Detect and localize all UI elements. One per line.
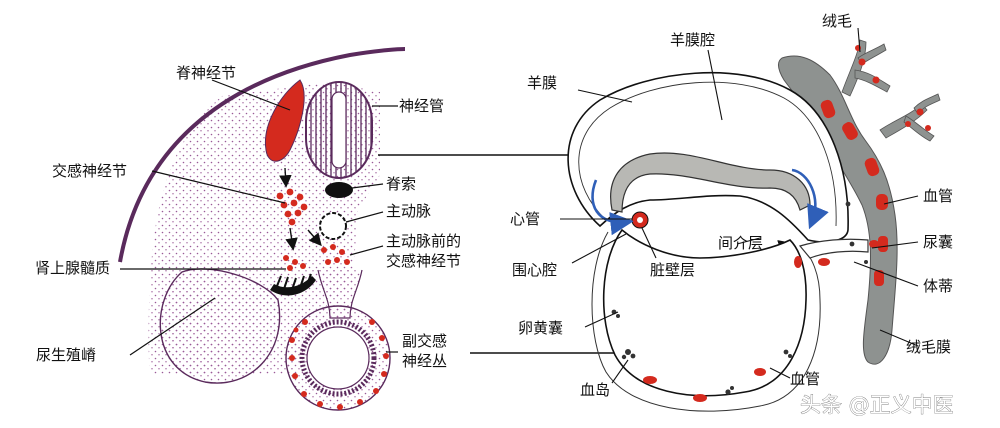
label-allantois: 尿囊 [923, 233, 953, 251]
chorion-vessels [820, 99, 888, 286]
label-blood-vessel-lower: 血管 [790, 370, 820, 388]
parasympathetic-plexus-cells [289, 319, 389, 410]
dorsal-ectoderm [118, 47, 406, 263]
label-blood-vessel-upper: 血管 [923, 187, 953, 205]
label-parasympathetic-line1: 副交感 [402, 332, 447, 350]
label-heart-tube: 心管 [510, 210, 540, 228]
label-notochord: 脊索 [386, 175, 416, 193]
yolk-sac-vessels [643, 240, 879, 402]
adrenal-medulla-cells [283, 255, 306, 271]
label-aorta: 主动脉 [386, 202, 431, 220]
body-stalk [798, 238, 869, 259]
label-yolk-sac: 卵黄囊 [518, 319, 563, 337]
label-body-stalk: 体蒂 [923, 277, 953, 295]
adrenal-cortex-rays [276, 273, 312, 291]
label-chorion: 绒毛膜 [906, 338, 951, 356]
migration-arrows [279, 167, 322, 251]
adrenal-cortex [270, 276, 316, 296]
chorionic-villi [841, 39, 941, 142]
sympathetic-ganglion-cells [276, 188, 308, 226]
label-intermediate-layer: 间介层 [718, 234, 763, 252]
label-spinal-ganglion: 脊神经节 [176, 64, 236, 82]
right-embryo-section: 绒毛 羊膜腔 羊膜 血管 心管 尿囊 间介层 围心腔 脏壁层 体蒂 卵黄囊 绒毛… [510, 12, 953, 412]
extraembryonic-mesoderm [591, 231, 821, 412]
label-adrenal-medulla: 肾上腺髓质 [35, 259, 110, 277]
label-blood-island: 血岛 [580, 381, 610, 399]
label-parasympathetic-line2: 神经丛 [402, 352, 447, 370]
amnion-inner-line [578, 81, 837, 227]
left-leader-lines [120, 79, 398, 356]
urogenital-ridge [159, 268, 281, 384]
label-amnion: 羊膜 [527, 74, 557, 92]
right-leader-lines [560, 27, 919, 384]
amnion-sac [567, 71, 849, 243]
villus-vessels [855, 45, 931, 131]
label-neural-tube: 神经管 [399, 97, 444, 115]
spinal-ganglion [264, 79, 305, 162]
label-preaortic-line2: 交感神经节 [386, 252, 461, 270]
watermark: 头条 @正义中医 [800, 393, 954, 417]
label-amniotic-cavity: 羊膜腔 [670, 31, 715, 49]
preaortic-ganglion-cells [321, 244, 350, 265]
label-pericardial-cavity: 围心腔 [512, 261, 557, 279]
label-parietal-layer: 脏壁层 [650, 261, 695, 279]
gut-lumen [306, 326, 370, 390]
label-sympathetic-ganglion: 交感神经节 [52, 162, 127, 180]
yolk-sac [602, 228, 807, 397]
neural-canal [331, 91, 347, 169]
heart-inner [637, 217, 643, 223]
label-urogenital-ridge: 尿生殖嵴 [36, 346, 96, 364]
aorta [319, 212, 347, 240]
fold-arrow-left [591, 179, 634, 236]
notochord [325, 182, 353, 198]
fold-arrow-right [791, 168, 829, 230]
left-cross-section: 脊神经节 神经管 交感神经节 脊索 主动脉 主动脉前的 交感神经节 肾上腺髓质 … [35, 47, 461, 411]
gut-tube-ring [299, 319, 377, 397]
label-preaortic-line1: 主动脉前的 [386, 232, 461, 250]
label-villi: 绒毛 [822, 12, 852, 30]
